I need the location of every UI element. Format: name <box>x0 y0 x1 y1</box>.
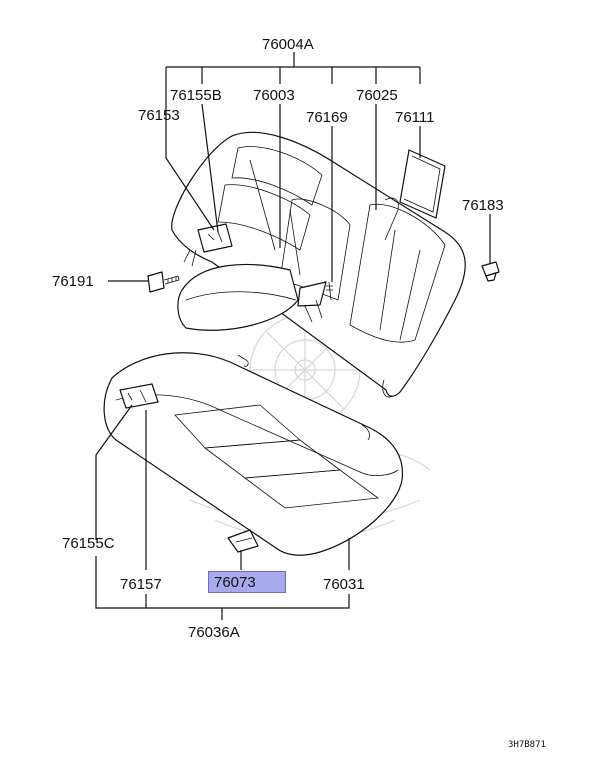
label-76157[interactable]: 76157 <box>120 576 162 593</box>
label-76155b[interactable]: 76155B <box>170 87 222 104</box>
label-76003[interactable]: 76003 <box>253 87 295 104</box>
drawing-code: 3H7B871 <box>508 740 546 750</box>
clip-76183 <box>481 261 500 282</box>
label-76031[interactable]: 76031 <box>323 576 365 593</box>
label-76153[interactable]: 76153 <box>138 107 180 124</box>
label-76191[interactable]: 76191 <box>52 273 94 290</box>
label-76155c[interactable]: 76155C <box>62 535 115 552</box>
label-76036a[interactable]: 76036A <box>188 624 240 641</box>
bolt-76169 <box>326 281 333 301</box>
seat-back <box>171 131 466 398</box>
label-76025[interactable]: 76025 <box>356 87 398 104</box>
leader-lines <box>95 52 491 620</box>
label-76073[interactable]: 76073 <box>214 574 256 591</box>
seat-cushion <box>103 352 404 556</box>
label-76183[interactable]: 76183 <box>462 197 504 214</box>
label-76111[interactable]: 76111 <box>395 109 435 126</box>
fastener-76191 <box>147 271 180 293</box>
highlight-76073 <box>208 571 286 593</box>
label-76169[interactable]: 76169 <box>306 109 348 126</box>
label-76004a[interactable]: 76004A <box>262 36 314 53</box>
